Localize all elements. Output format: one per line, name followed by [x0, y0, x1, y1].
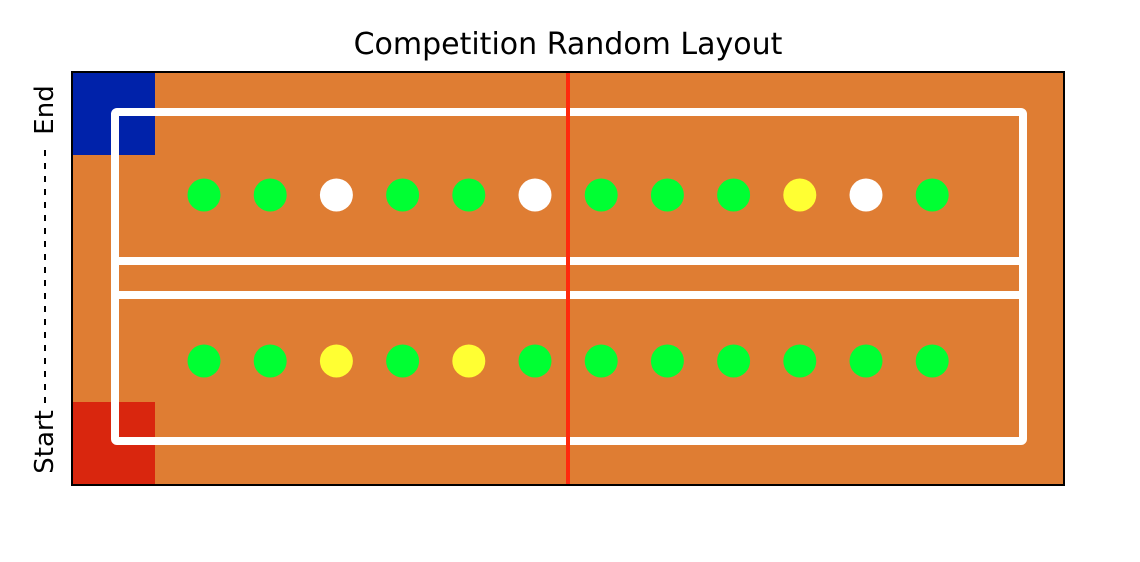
green-ball	[253, 344, 287, 378]
green-ball	[386, 344, 420, 378]
start-label: Start	[30, 410, 60, 474]
ball-row-top	[187, 178, 949, 212]
white-ball	[518, 178, 552, 212]
green-ball	[253, 178, 287, 212]
green-ball	[584, 178, 618, 212]
green-ball	[915, 344, 949, 378]
field-border	[71, 71, 1065, 486]
green-ball	[783, 344, 817, 378]
yellow-ball	[319, 344, 353, 378]
green-ball	[452, 178, 486, 212]
yellow-ball	[452, 344, 486, 378]
green-ball	[187, 344, 221, 378]
green-ball	[849, 344, 883, 378]
green-ball	[915, 178, 949, 212]
green-ball	[584, 344, 618, 378]
green-ball	[650, 344, 684, 378]
yellow-ball	[783, 178, 817, 212]
end-label: End	[30, 85, 60, 134]
green-ball	[717, 178, 751, 212]
white-ball	[849, 178, 883, 212]
ball-row-bottom	[187, 344, 949, 378]
green-ball	[650, 178, 684, 212]
white-ball	[319, 178, 353, 212]
green-ball	[386, 178, 420, 212]
green-ball	[717, 344, 751, 378]
figure-title: Competition Random Layout	[354, 27, 783, 62]
green-ball	[518, 344, 552, 378]
green-ball	[187, 178, 221, 212]
